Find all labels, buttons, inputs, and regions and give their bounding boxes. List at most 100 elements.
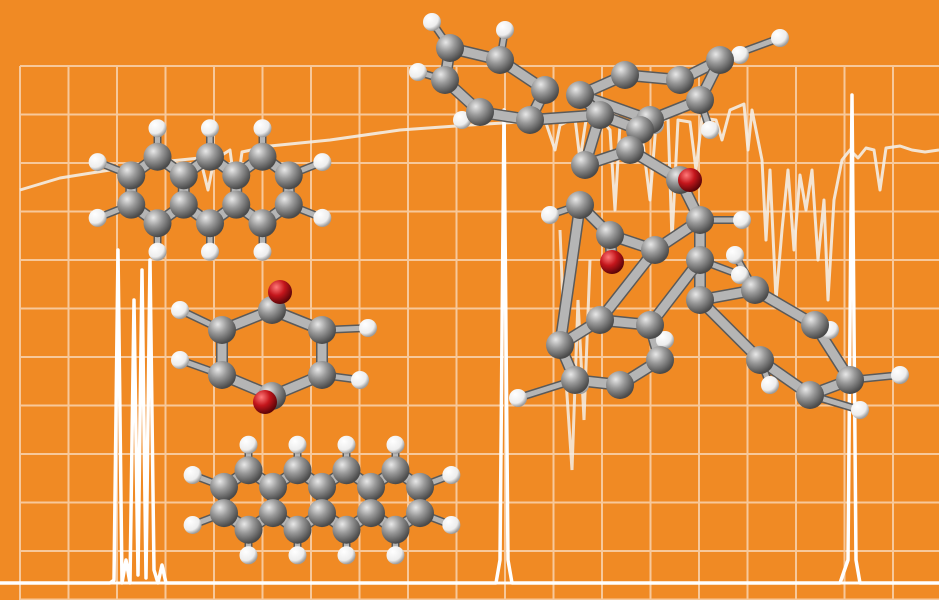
hydrogen-atom [88, 208, 107, 227]
carbon-atom [636, 311, 664, 339]
carbon-atom [234, 456, 263, 485]
carbon-atom [646, 346, 674, 374]
carbon-atom [274, 161, 303, 190]
carbon-atom [332, 515, 361, 544]
oxygen-atom [268, 280, 292, 304]
hydrogen-atom [313, 153, 332, 172]
triptycene-adduct-model [409, 13, 909, 419]
carbon-atom [431, 66, 459, 94]
carbon-atom [308, 316, 336, 344]
carbon-atom [741, 276, 769, 304]
carbon-atom [222, 161, 251, 190]
hydrogen-atom [351, 371, 369, 389]
hydrogen-atom [288, 435, 307, 454]
carbon-atom [210, 472, 238, 501]
carbon-atom [596, 221, 624, 249]
carbon-atom [169, 161, 198, 190]
oxygen-atom [253, 390, 277, 414]
hydrogen-atom [183, 515, 202, 534]
hydrogen-atom [171, 351, 189, 369]
carbon-atom [531, 76, 559, 104]
hydrogen-atom [253, 119, 272, 138]
carbon-atom [516, 106, 544, 134]
carbon-atom [381, 456, 410, 485]
carbon-atom [308, 499, 336, 528]
hydrogen-atom [359, 319, 377, 337]
carbon-atom [222, 190, 251, 219]
carbon-atom [611, 61, 639, 89]
oxygen-atom [678, 168, 702, 192]
carbon-atom [561, 366, 589, 394]
carbon-atom [706, 46, 734, 74]
hydrogen-atom [148, 242, 167, 261]
carbon-atom [586, 101, 614, 129]
carbon-atom [308, 361, 336, 389]
carbon-atom [486, 46, 514, 74]
hydrogen-atom [183, 466, 202, 485]
carbon-atom [143, 209, 172, 238]
hydrogen-atom [386, 435, 405, 454]
carbon-atom [566, 191, 594, 219]
hydrogen-atom [496, 21, 514, 39]
carbon-atom [143, 142, 172, 171]
hydrogen-atom [239, 435, 258, 454]
molecule-models [88, 13, 909, 565]
carbon-atom [606, 371, 634, 399]
carbon-atom [801, 311, 829, 339]
anthracene-top-model [88, 119, 332, 261]
carbon-atom [686, 206, 714, 234]
hydrogen-atom [88, 153, 107, 172]
carbon-atom [196, 209, 224, 238]
hydrogen-atom [656, 331, 674, 349]
carbon-atom [117, 190, 146, 219]
carbon-atom [666, 66, 694, 94]
carbon-atom [641, 236, 669, 264]
hydrogen-atom [313, 208, 332, 227]
hydrogen-atom [409, 63, 427, 81]
hydrogen-atom [733, 211, 751, 229]
carbon-atom [796, 381, 824, 409]
oxygen-atom [600, 250, 624, 274]
carbon-atom [248, 142, 277, 171]
hydrogen-atom [386, 546, 405, 565]
anthracene-bottom-model [183, 435, 461, 565]
carbon-atom [357, 499, 385, 528]
carbon-atom [406, 499, 434, 528]
carbon-atom [686, 86, 714, 114]
hydrogen-atom [701, 121, 719, 139]
carbon-atom [208, 361, 236, 389]
hydrogen-atom [239, 546, 258, 565]
carbon-atom [686, 246, 714, 274]
carbon-atom [616, 136, 644, 164]
carbon-atom [169, 190, 198, 219]
carbon-atom [248, 209, 277, 238]
nmr-spectrum-trace [0, 93, 939, 585]
hydrogen-atom [148, 119, 167, 138]
carbon-atom [259, 499, 287, 528]
carbon-atom [283, 456, 312, 485]
carbon-atom [686, 286, 714, 314]
carbon-atom [274, 190, 303, 219]
hydrogen-atom [201, 242, 219, 261]
hydrogen-atom [442, 466, 461, 485]
carbon-atom [234, 515, 263, 544]
carbon-atom [332, 456, 361, 485]
carbon-atom [259, 472, 287, 501]
carbon-atom [208, 316, 236, 344]
carbon-atom [283, 515, 312, 544]
hydrogen-atom [288, 546, 307, 565]
carbon-atom [546, 331, 574, 359]
hydrogen-atom [423, 13, 441, 31]
carbon-atom [466, 98, 494, 126]
hydrogen-atom [201, 119, 219, 138]
hydrogen-atom [891, 366, 909, 384]
hydrogen-atom [337, 546, 356, 565]
hydrogen-atom [509, 389, 527, 407]
benzoquinone-model [171, 280, 377, 414]
hydrogen-atom [253, 242, 272, 261]
carbon-atom [357, 472, 385, 501]
carbon-atom [571, 151, 599, 179]
hydrogen-atom [731, 266, 749, 284]
hydrogen-atom [771, 29, 789, 47]
